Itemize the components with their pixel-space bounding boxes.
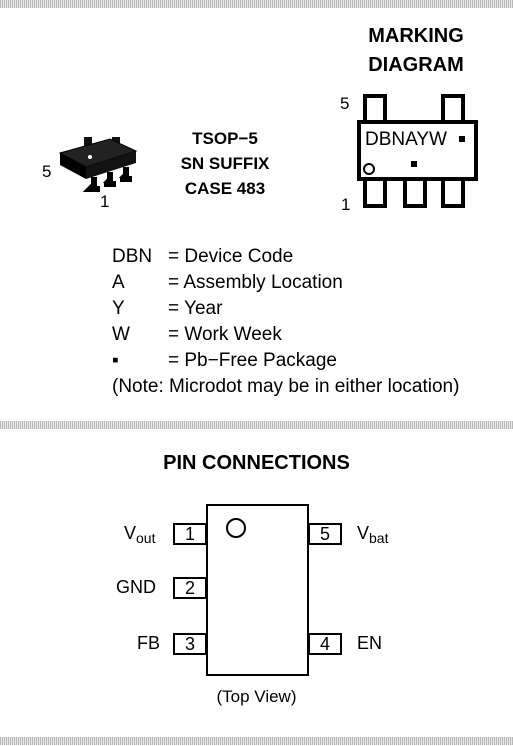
package-pin1-label: 1 [100,192,110,211]
pin-5-name: Vbat [357,522,389,546]
legend-row: A = Assembly Location [112,270,343,296]
marking-diagram [357,94,478,208]
pin-1: 1 [173,523,207,545]
package-name-line2: SN SUFFIX [180,154,270,173]
package-name-line1: TSOP−5 [192,129,258,148]
legend-desc: = Pb−Free Package [168,350,337,371]
top-divider [0,0,513,8]
marking-title-line2: DIAGRAM [368,54,464,76]
legend-key: DBN [112,246,153,267]
pin-5-name-sub: bat [369,530,389,546]
legend-desc: = Device Code [168,246,294,267]
pin-1-name: Vout [124,522,156,546]
middle-divider [0,421,513,429]
pin-1-name-main: V [124,523,137,543]
legend-key: W [112,324,130,345]
pin-2: 2 [173,577,207,599]
legend-key: ▪ [112,350,119,371]
legend-row: Y = Year [112,296,222,322]
legend-row: ▪ = Pb−Free Package [112,348,337,374]
pin-4-name: EN [357,633,383,653]
pin-5-name-main: V [357,523,370,543]
pin-3-name: FB [137,633,161,653]
package-name-line3: CASE 483 [184,179,266,198]
ic-body [206,504,309,676]
pin-5: 5 [308,523,342,545]
marking-pin1-label: 1 [341,195,351,214]
top-view-label: (Top View) [216,687,297,706]
legend-row: DBN = Device Code [112,244,293,270]
pin-4: 4 [308,633,342,655]
legend-note: (Note: Microdot may be in either locatio… [112,376,460,397]
microdot-icon [411,161,417,167]
pin1-indicator-icon [363,163,375,175]
package-name: TSOP−5 SN SUFFIX CASE 483 [150,126,300,201]
legend-key: Y [112,298,125,319]
pin-connections-title: PIN CONNECTIONS [163,452,350,474]
pin-3: 3 [173,633,207,655]
bottom-divider [0,737,513,745]
marking-pin5-label: 5 [340,94,350,113]
pin-1-name-sub: out [136,530,156,546]
tsop5-package-illustration [58,137,138,192]
legend-row: W = Work Week [112,322,282,348]
pb-free-dot-icon [459,136,465,142]
package-pin5-label: 5 [42,162,52,181]
legend-key: A [112,272,125,293]
marking-diagram-title: MARKING DIAGRAM [346,22,486,80]
pin1-dot-icon [226,518,246,538]
legend-desc: = Year [168,298,223,319]
marking-code: DBNAYW [365,129,447,150]
legend-desc: = Work Week [168,324,282,345]
pin-2-name: GND [116,577,156,597]
marking-title-line1: MARKING [368,25,464,47]
legend-desc: = Assembly Location [168,272,343,293]
